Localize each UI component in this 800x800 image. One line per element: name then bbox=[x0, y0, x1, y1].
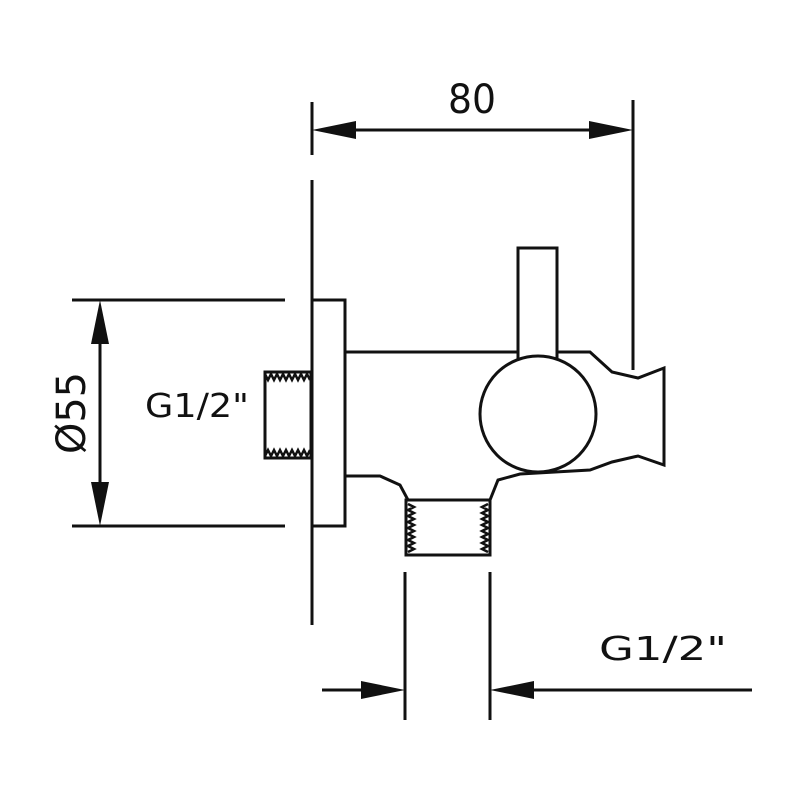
outlet-dimension: G1/2" bbox=[322, 572, 752, 720]
wall-inlet-thread-body bbox=[263, 370, 313, 460]
width-arrow-right bbox=[589, 121, 633, 139]
width-dimension: 80 bbox=[310, 77, 635, 370]
outlet-thread-body bbox=[404, 498, 492, 557]
wall-flange bbox=[310, 298, 347, 528]
lever-handle bbox=[516, 246, 559, 362]
diameter-dimension: Ø55 bbox=[49, 298, 285, 528]
outlet-thread-label: G1/2" bbox=[599, 629, 727, 668]
wall-inlet-thread-top-teeth bbox=[263, 371, 312, 383]
diameter-dimension-label: Ø55 bbox=[49, 372, 95, 454]
outlet-thread-right-teeth bbox=[479, 502, 491, 554]
width-dimension-label: 80 bbox=[448, 77, 496, 123]
diameter-arrow-top bbox=[91, 300, 109, 344]
wall-inlet-thread-bottom-teeth bbox=[263, 447, 312, 459]
valve-knob bbox=[478, 354, 598, 474]
outlet-arrow-right bbox=[490, 681, 534, 699]
outlet-arrow-left bbox=[361, 681, 405, 699]
outlet-thread bbox=[404, 498, 492, 557]
wall-inlet-thread-label: G1/2" bbox=[145, 386, 249, 425]
width-arrow-left bbox=[312, 121, 356, 139]
diameter-arrow-bottom bbox=[91, 482, 109, 526]
outlet-thread-left-teeth bbox=[405, 502, 417, 554]
wall-inlet-thread bbox=[263, 370, 313, 460]
